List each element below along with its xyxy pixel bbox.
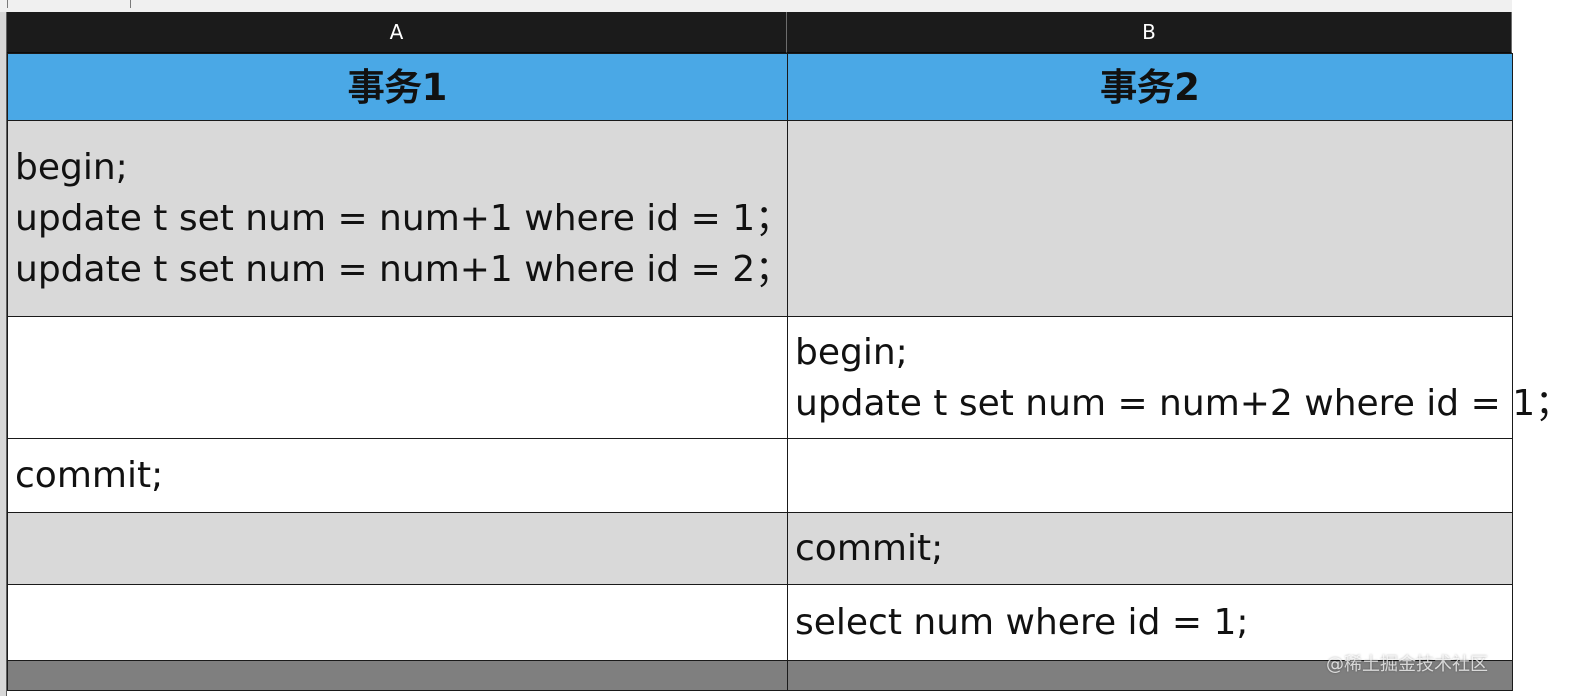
table-row: begin; update t set num = num+2 where id… — [7, 316, 1571, 439]
strip-tick — [7, 0, 8, 8]
cell-tx2-step6[interactable] — [787, 660, 1513, 691]
cell-tx2-step3[interactable] — [787, 438, 1513, 513]
row-header-gutter[interactable] — [0, 12, 7, 696]
column-header-bar: A B — [7, 12, 1512, 53]
cell-tx1-step1[interactable]: begin; update t set num = num+1 where id… — [7, 120, 791, 317]
column-header-b[interactable]: B — [787, 12, 1512, 53]
table-row: commit; — [7, 438, 1513, 513]
table-row: commit; — [7, 512, 1513, 585]
cell-tx1-step4[interactable] — [7, 512, 788, 585]
header-cell-transaction-1[interactable]: 事务1 — [7, 53, 788, 121]
cell-tx1-step2[interactable] — [7, 316, 788, 439]
header-row: 事务1 事务2 — [7, 53, 1513, 121]
cell-tx1-step6[interactable] — [7, 660, 788, 691]
cell-tx2-step5[interactable]: select num where id = 1; — [787, 584, 1513, 661]
table-row: begin; update t set num = num+1 where id… — [7, 120, 1513, 317]
cell-tx2-step2[interactable]: begin; update t set num = num+2 where id… — [787, 316, 1571, 439]
transaction-table: 事务1 事务2 begin; update t set num = num+1 … — [7, 53, 1571, 691]
strip-tick — [130, 0, 131, 8]
cell-tx1-step5[interactable] — [7, 584, 788, 661]
header-cell-transaction-2[interactable]: 事务2 — [787, 53, 1513, 121]
table-row — [7, 660, 1513, 691]
cell-tx1-step3[interactable]: commit; — [7, 438, 788, 513]
column-header-a[interactable]: A — [7, 12, 787, 53]
table-row: select num where id = 1; — [7, 584, 1513, 661]
cell-tx2-step4[interactable]: commit; — [787, 512, 1513, 585]
cell-tx2-step1[interactable] — [787, 120, 1513, 317]
watermark: @稀土掘金技术社区 — [1326, 654, 1488, 675]
